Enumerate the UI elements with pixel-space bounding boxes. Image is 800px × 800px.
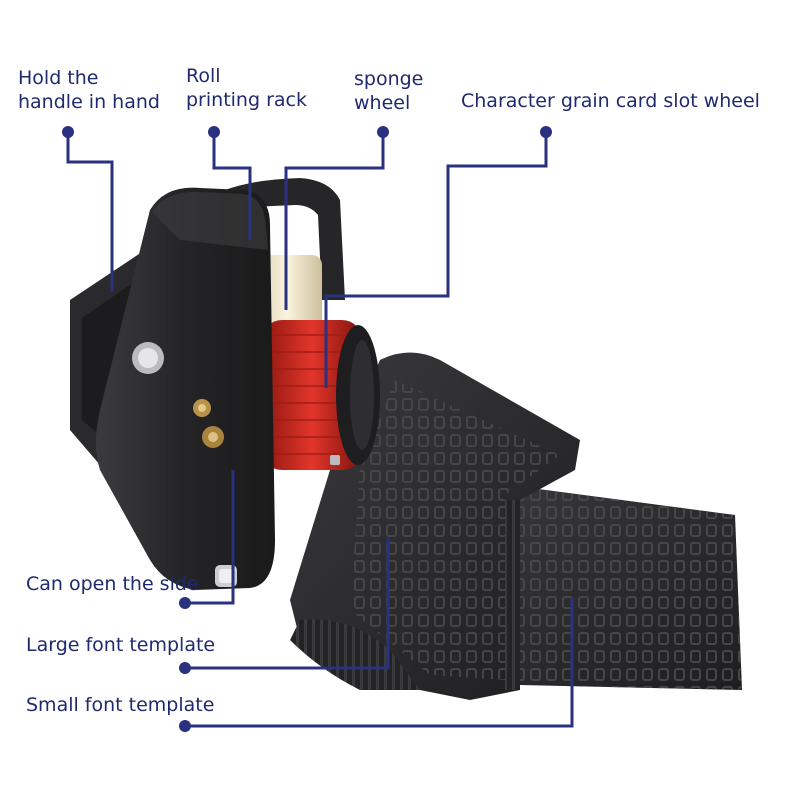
label-slot-wheel: Character grain card slot wheel — [461, 90, 760, 112]
leader-dot-icon — [540, 126, 552, 138]
side-cover-shape — [96, 187, 340, 590]
label-sponge-wheel: sponge wheel — [354, 67, 423, 115]
label-small-font: Small font template — [26, 694, 215, 716]
leader-line-sponge-wheel — [284, 132, 385, 310]
leader-line-small-font — [185, 598, 574, 728]
leader-line-handle — [66, 132, 114, 292]
sponge-wheel-shape — [262, 320, 380, 470]
leader-line-slot-wheel — [324, 132, 548, 388]
leader-line-large-font — [185, 538, 390, 670]
label-roll-rack: Roll printing rack — [186, 64, 307, 112]
leader-line-roll-rack — [212, 132, 252, 240]
leader-dot-icon — [208, 126, 220, 138]
label-large-font: Large font template — [26, 634, 216, 656]
label-handle-line-1: Hold the — [18, 67, 99, 89]
leader-dots — [62, 126, 552, 732]
leader-dot-icon — [179, 720, 191, 732]
leader-dot-icon — [377, 126, 389, 138]
leader-dot-icon — [179, 597, 191, 609]
small-font-template-shape — [455, 480, 742, 690]
leader-line-side — [185, 470, 235, 605]
handle-shape — [205, 178, 345, 300]
label-handle: Hold the handle in hand — [18, 66, 160, 114]
label-handle-line-2: handle in hand — [18, 91, 160, 113]
leader-dot-icon — [62, 126, 74, 138]
label-sponge-wheel-line-2: wheel — [354, 92, 411, 114]
label-side: Can open the side — [26, 573, 199, 595]
leader-lines — [66, 132, 574, 728]
label-roll-rack-line-2: printing rack — [186, 89, 307, 111]
leader-dot-icon — [179, 662, 191, 674]
label-sponge-wheel-line-1: sponge — [354, 68, 424, 90]
label-roll-rack-line-1: Roll — [186, 65, 221, 87]
